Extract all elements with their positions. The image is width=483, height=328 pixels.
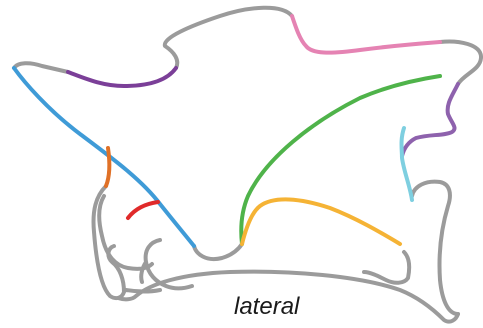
outline-contours [14,8,481,322]
yellow-arc-line [242,199,400,244]
caption-lateral: lateral [234,293,300,320]
purple-right-line [402,84,458,156]
outline-bottom-right-hook [364,252,409,283]
pink-top-line [292,16,440,53]
outline-central-notch [194,244,242,259]
green-arc-line [241,76,440,244]
red-short-line [128,202,158,218]
outline-right-vertical [412,182,458,314]
blue-diagonal-line [14,68,194,246]
cyan-right-line [402,128,413,200]
region-lines [14,16,458,246]
outline-left-lobe [94,186,125,298]
purple-top-left-line [68,68,176,86]
